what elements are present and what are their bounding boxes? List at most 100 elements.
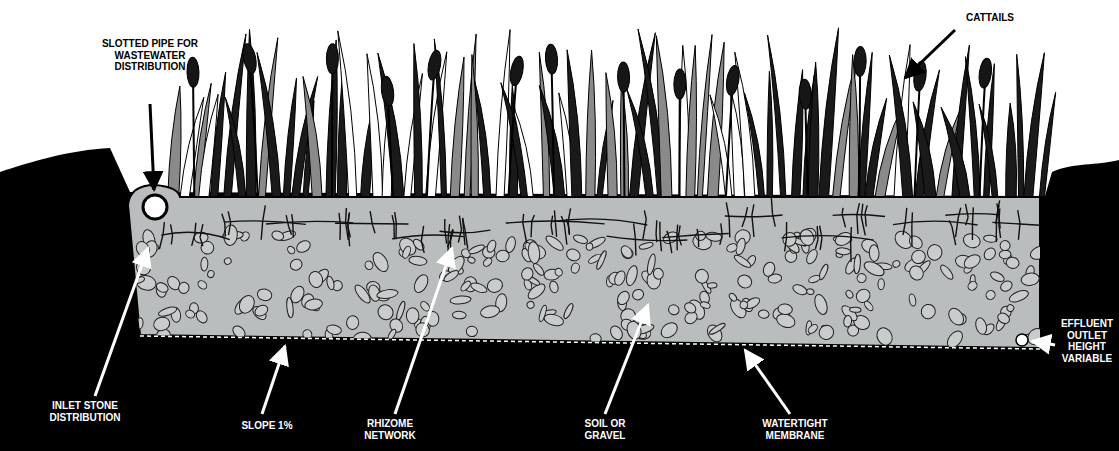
rhizome-network — [159, 198, 1047, 262]
cattail-stem — [193, 86, 194, 197]
cattail-stem — [678, 98, 681, 197]
rhizome — [662, 234, 729, 238]
rhizome — [451, 230, 453, 239]
cattail-spike — [187, 57, 200, 87]
rhizome — [339, 225, 341, 240]
rhizome — [551, 225, 553, 235]
gravel-stone — [450, 295, 472, 305]
rhizome — [850, 240, 852, 262]
pipe-label: SLOTTED PIPE FOR WASTEWATER DISTRIBUTION — [88, 38, 212, 73]
gravel-stone — [466, 326, 478, 337]
cattails-label: CATTAILS — [950, 12, 1030, 24]
rhizome — [644, 210, 646, 219]
gravel-stone — [1025, 325, 1048, 348]
rhizome — [742, 217, 745, 227]
leader-arrow — [395, 248, 452, 414]
leader-arrow — [905, 30, 955, 78]
rhizome — [786, 222, 787, 238]
gravel-stone — [207, 270, 215, 279]
rhizome — [972, 207, 974, 222]
rhizome — [728, 218, 730, 237]
rhizome — [458, 230, 461, 243]
gravel-stone — [962, 252, 983, 271]
gravel-stone — [892, 259, 901, 268]
cattail-leaf — [257, 52, 281, 197]
gravel-stone — [326, 276, 336, 291]
gravel-stone — [862, 259, 886, 279]
cattail-stem — [858, 75, 861, 197]
gravel-stone — [652, 267, 665, 280]
gravel-stone — [999, 250, 1011, 259]
gravel-stone — [548, 280, 559, 294]
gravel-stone — [938, 263, 955, 281]
gravel-stone — [658, 320, 680, 341]
cattail-spike — [724, 65, 741, 97]
cattail-leaf — [450, 57, 464, 197]
gravel-stone — [544, 233, 566, 252]
rhizome — [949, 220, 952, 226]
rhizome — [655, 220, 657, 234]
inlet-label: INLET STONE DISTRIBUTION — [30, 400, 140, 423]
gravel-stone — [157, 305, 178, 318]
gravel-stone — [155, 281, 170, 294]
gravel-stone — [608, 324, 625, 342]
rhizome — [459, 216, 461, 230]
rhizome — [965, 204, 968, 217]
slope-label: SLOPE 1% — [222, 420, 312, 432]
rhizome — [224, 223, 226, 237]
rhizome — [667, 231, 669, 238]
rhizome — [1044, 224, 1046, 237]
rhizome-label: RHIZOME NETWORK — [350, 418, 430, 441]
wetland-bed — [128, 185, 1040, 348]
gravel-stone — [869, 245, 880, 262]
rhizome — [972, 223, 973, 240]
rhizome — [421, 226, 423, 241]
gravel-stone — [595, 250, 608, 270]
rhizome — [635, 238, 637, 256]
gravel-stone — [352, 331, 372, 348]
rhizome — [392, 215, 394, 223]
cattail-spike — [545, 44, 559, 75]
gravel-stone — [586, 243, 593, 251]
gravel-stone — [758, 309, 770, 319]
gravel-stone — [364, 260, 374, 271]
cattail-stem — [388, 105, 393, 197]
cattail-leaf — [338, 31, 357, 197]
gravel-stone — [812, 293, 829, 316]
rhizome — [996, 221, 998, 242]
rhizome — [200, 237, 203, 246]
rhizome — [393, 223, 395, 239]
rhizome — [200, 224, 203, 237]
cattail-leaf — [511, 101, 533, 197]
cattail-leaf — [606, 73, 617, 197]
gravel-stone — [761, 260, 776, 277]
rhizome — [523, 223, 527, 243]
cattail-leaf — [1006, 103, 1017, 197]
gravel-stone — [469, 281, 488, 295]
gravel-stone — [256, 287, 273, 302]
rhizome — [192, 234, 195, 246]
cattail-stem — [251, 72, 258, 197]
rhizome — [999, 209, 1000, 225]
gravel-stone — [479, 304, 500, 319]
gravel-stone — [370, 250, 391, 274]
gravel-stone — [966, 280, 978, 292]
slotted-pipe — [143, 195, 167, 219]
gravel-stone — [271, 229, 285, 241]
cattail-spike — [326, 44, 338, 74]
gravel-stone — [808, 274, 821, 284]
rhizome — [911, 225, 912, 247]
gravel-stone — [532, 262, 546, 277]
rhizome — [561, 216, 564, 223]
rhizome — [554, 210, 556, 222]
gravel-stone — [817, 323, 837, 342]
gravel-stone — [736, 273, 754, 290]
gravel-stone — [395, 301, 407, 322]
rhizome — [815, 240, 818, 249]
cattail-head — [187, 57, 200, 197]
cattail-leaf — [941, 107, 970, 197]
rhizome — [676, 225, 678, 235]
gravel-stone — [728, 292, 738, 303]
